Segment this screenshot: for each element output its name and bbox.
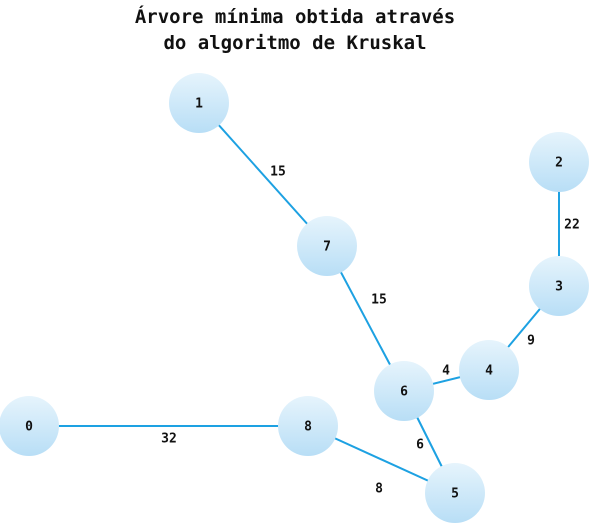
node-1: 1 [169,73,229,133]
edge-labels-layer: 15 15 22 9 4 6 8 32 [161,165,580,497]
edge-weight-label-6-5: 6 [416,438,424,453]
node-7: 7 [297,216,357,276]
edge-weight-label-2-3: 22 [564,218,580,233]
node-label-5: 5 [451,487,459,502]
node-label-3: 3 [555,280,563,295]
edge-weight-label-7-6: 15 [371,293,387,308]
node-label-0: 0 [25,420,33,435]
edge-weight-label-1-7: 15 [270,165,286,180]
diagram-title: Árvore mínima obtida através do algoritm… [0,4,590,56]
node-label-1: 1 [195,97,203,112]
node-0: 0 [0,396,59,456]
node-2: 2 [529,132,589,192]
edge-weight-label-6-4: 4 [442,364,450,379]
node-label-4: 4 [485,364,493,379]
edge-weight-label-8-5: 8 [375,482,383,497]
node-8: 8 [278,396,338,456]
node-circle-4 [459,340,519,400]
node-label-6: 6 [400,385,408,400]
node-circle-1 [169,73,229,133]
node-circle-8 [278,396,338,456]
node-label-7: 7 [323,240,331,255]
edge-1-7 [198,102,328,247]
node-3: 3 [529,256,589,316]
node-circle-0 [0,396,59,456]
node-circle-3 [529,256,589,316]
node-4: 4 [459,340,519,400]
diagram-title-line-2: do algoritmo de Kruskal [163,32,427,54]
diagram-title-line-1: Árvore mínima obtida através [134,6,456,28]
node-label-8: 8 [304,420,312,435]
node-5: 5 [425,463,485,523]
node-label-2: 2 [555,156,563,171]
node-circle-6 [374,361,434,421]
edge-weight-label-3-4: 9 [527,334,535,349]
node-6: 6 [374,361,434,421]
nodes-layer: 0 1 2 3 4 5 6 7 8 [0,73,589,523]
node-circle-2 [529,132,589,192]
node-circle-5 [425,463,485,523]
node-circle-7 [297,216,357,276]
edge-weight-label-0-8: 32 [161,432,177,447]
